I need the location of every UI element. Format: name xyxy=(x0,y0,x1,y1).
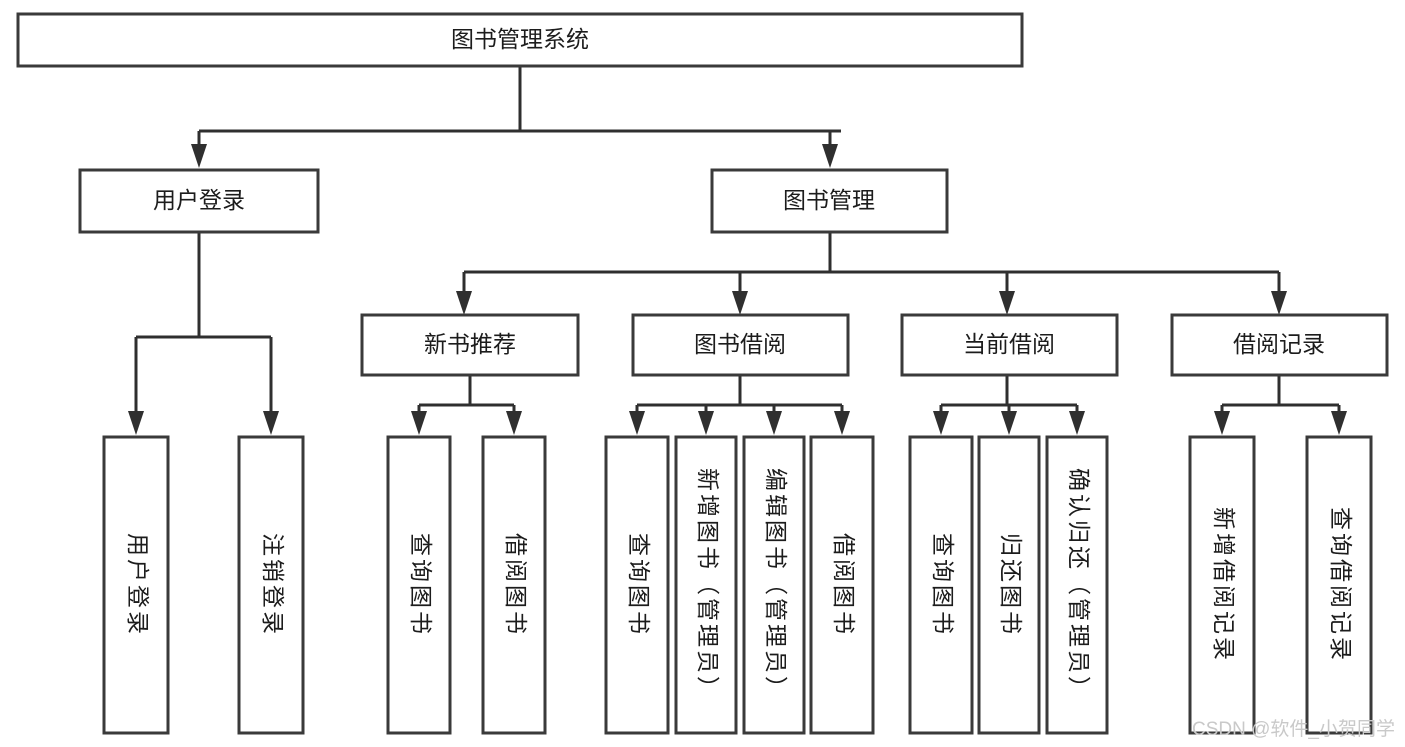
node-leaf-query-book-1-label: 查询图书 xyxy=(408,533,434,637)
node-leaf-query-book-2-label: 查询图书 xyxy=(626,533,652,637)
arrow-leaf-add-record-icon xyxy=(1214,411,1230,435)
node-leaf-query-book-2-box[interactable] xyxy=(604,435,670,735)
node-leaf-user-logout-label: 注销登录 xyxy=(260,533,286,637)
node-leaf-borrow-book-1-box[interactable] xyxy=(481,435,547,735)
edge-group-root-to-level2 xyxy=(191,66,841,168)
edge-group-book-borrow-to-leaves xyxy=(629,375,850,435)
arrow-to-new-book-recommend-icon xyxy=(456,291,472,315)
node-book-management-label: 图书管理 xyxy=(783,187,875,213)
node-leaf-user-logout[interactable]: 注销登录 xyxy=(237,435,305,735)
node-book-borrow[interactable]: 图书借阅 xyxy=(631,313,850,377)
node-leaf-return-book-box[interactable] xyxy=(977,435,1041,735)
arrow-leaf-add-book-icon xyxy=(698,411,714,435)
node-leaf-add-record-box[interactable] xyxy=(1188,435,1256,735)
node-leaf-query-record-label: 查询借阅记录 xyxy=(1328,507,1354,663)
arrow-leaf-return-book-icon xyxy=(1001,411,1017,435)
node-leaf-edit-book[interactable]: 编辑图书（管理员） xyxy=(742,435,806,735)
node-book-management-box[interactable] xyxy=(710,168,949,234)
arrow-to-borrow-record-icon xyxy=(1271,291,1287,315)
node-leaf-query-book-1[interactable]: 查询图书 xyxy=(386,435,452,735)
node-leaf-add-book-label: 新增图书（管理员） xyxy=(695,468,721,702)
arrow-leaf-confirm-return-icon xyxy=(1069,411,1085,435)
node-leaf-edit-book-label: 编辑图书（管理员） xyxy=(763,468,789,702)
node-leaf-confirm-return[interactable]: 确认归还（管理员） xyxy=(1045,435,1109,735)
edge-group-user-login-to-leaves xyxy=(128,232,279,435)
node-root-box[interactable] xyxy=(16,12,1024,68)
node-current-borrow[interactable]: 当前借阅 xyxy=(900,313,1119,377)
node-leaf-borrow-book-2[interactable]: 借阅图书 xyxy=(809,435,875,735)
node-leaf-user-login[interactable]: 用户登录 xyxy=(102,435,170,735)
node-new-book-recommend[interactable]: 新书推荐 xyxy=(360,313,580,377)
arrow-to-book-management-icon xyxy=(822,144,838,168)
node-leaf-add-book-box[interactable] xyxy=(674,435,738,735)
arrow-to-current-borrow-icon xyxy=(999,291,1015,315)
node-leaf-return-book[interactable]: 归还图书 xyxy=(977,435,1041,735)
node-leaf-query-record-box[interactable] xyxy=(1305,435,1373,735)
node-borrow-record-label: 借阅记录 xyxy=(1233,331,1325,357)
node-leaf-query-book-3-box[interactable] xyxy=(908,435,974,735)
csdn-watermark: CSDN @软件_小贺同学 xyxy=(1192,719,1395,740)
edge-group-current-borrow-to-leaves xyxy=(933,375,1085,435)
arrow-to-book-borrow-icon xyxy=(732,291,748,315)
node-leaf-query-book-3-label: 查询图书 xyxy=(930,533,956,637)
node-leaf-confirm-return-box[interactable] xyxy=(1045,435,1109,735)
node-root-label: 图书管理系统 xyxy=(451,26,589,52)
node-leaf-user-logout-box[interactable] xyxy=(237,435,305,735)
arrow-leaf-borrow-book-1-icon xyxy=(506,411,522,435)
node-book-borrow-box[interactable] xyxy=(631,313,850,377)
node-borrow-record-box[interactable] xyxy=(1170,313,1389,377)
arrow-leaf-query-record-icon xyxy=(1331,411,1347,435)
arrow-leaf-query-book-2-icon xyxy=(629,411,645,435)
arrow-leaf-user-logout-icon xyxy=(263,411,279,435)
node-leaf-borrow-book-2-label: 借阅图书 xyxy=(831,533,857,637)
node-leaf-query-record[interactable]: 查询借阅记录 xyxy=(1305,435,1373,735)
node-leaf-query-book-1-box[interactable] xyxy=(386,435,452,735)
node-leaf-return-book-label: 归还图书 xyxy=(998,533,1024,637)
arrow-leaf-borrow-book-2-icon xyxy=(834,411,850,435)
node-leaf-add-record[interactable]: 新增借阅记录 xyxy=(1188,435,1256,735)
node-current-borrow-box[interactable] xyxy=(900,313,1119,377)
node-leaf-edit-book-box[interactable] xyxy=(742,435,806,735)
node-borrow-record[interactable]: 借阅记录 xyxy=(1170,313,1389,377)
arrow-leaf-query-book-1-icon xyxy=(411,411,427,435)
node-root[interactable]: 图书管理系统 xyxy=(16,12,1024,68)
edge-group-new-book-to-leaves xyxy=(411,375,522,435)
node-user-login-label: 用户登录 xyxy=(153,187,245,213)
node-leaf-confirm-return-label: 确认归还（管理员） xyxy=(1066,468,1092,702)
node-new-book-recommend-label: 新书推荐 xyxy=(424,331,516,357)
node-leaf-add-book[interactable]: 新增图书（管理员） xyxy=(674,435,738,735)
arrow-to-user-login-icon xyxy=(191,144,207,168)
node-leaf-query-book-3[interactable]: 查询图书 xyxy=(908,435,974,735)
node-leaf-borrow-book-1[interactable]: 借阅图书 xyxy=(481,435,547,735)
node-new-book-recommend-box[interactable] xyxy=(360,313,580,377)
node-user-login[interactable]: 用户登录 xyxy=(78,168,320,234)
node-leaf-add-record-label: 新增借阅记录 xyxy=(1211,507,1237,663)
arrow-leaf-user-login-icon xyxy=(128,411,144,435)
node-leaf-borrow-book-1-label: 借阅图书 xyxy=(503,533,529,637)
arrow-leaf-edit-book-icon xyxy=(766,411,782,435)
edge-group-borrow-record-to-leaves xyxy=(1214,375,1347,435)
node-leaf-user-login-box[interactable] xyxy=(102,435,170,735)
node-book-management[interactable]: 图书管理 xyxy=(710,168,949,234)
node-book-borrow-label: 图书借阅 xyxy=(694,331,786,357)
node-leaf-query-book-2[interactable]: 查询图书 xyxy=(604,435,670,735)
edge-group-book-management-to-level3 xyxy=(456,232,1287,315)
arrow-leaf-query-book-3-icon xyxy=(933,411,949,435)
node-user-login-box[interactable] xyxy=(78,168,320,234)
node-leaf-borrow-book-2-box[interactable] xyxy=(809,435,875,735)
node-leaf-user-login-label: 用户登录 xyxy=(125,533,151,637)
node-current-borrow-label: 当前借阅 xyxy=(963,331,1055,357)
